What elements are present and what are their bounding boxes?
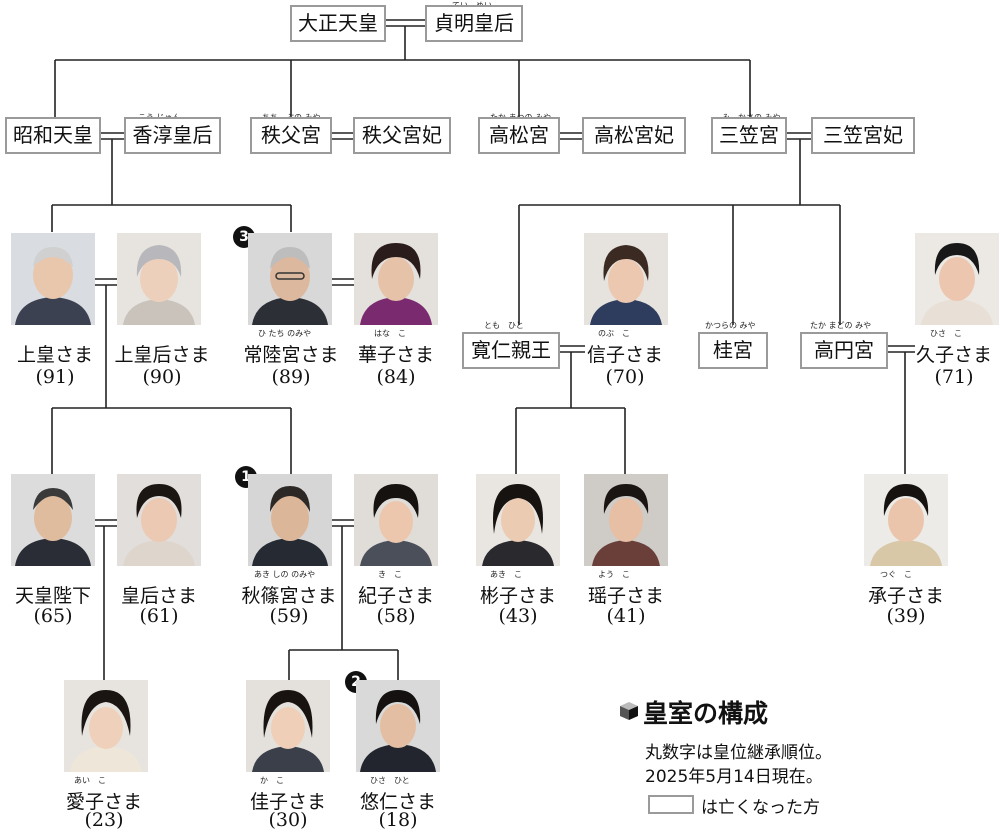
ruby-hisako: ひさ こ <box>930 329 962 338</box>
age-aiko: (23) <box>84 809 124 831</box>
age-kako: (30) <box>268 809 308 831</box>
box-takamatsu: 高松宮 <box>478 117 560 154</box>
age-jokogo: (90) <box>142 366 182 388</box>
ruby-tsuguko: つぐ こ <box>880 570 912 579</box>
box-tomohito: 寛仁親王 <box>462 332 560 369</box>
box-takamatsu-hi: 高松宮妃 <box>582 117 686 154</box>
box-takamado: 高円宮 <box>800 332 888 369</box>
name-hisahito: 悠仁さま <box>359 791 436 813</box>
photo-hanako <box>354 233 438 325</box>
name-tenno: 天皇陛下 <box>14 585 91 607</box>
name-jokogo: 上皇后さま <box>114 344 210 366</box>
name-chichibu-hi: 秩父宮妃 <box>362 123 442 147</box>
cube-icon <box>620 702 638 720</box>
name-hanako: 華子さま <box>357 344 434 366</box>
age-hisako: (71) <box>934 366 974 388</box>
photo-yoko <box>584 474 668 566</box>
box-mikasa: 三笠宮 <box>711 117 787 154</box>
photo-tenno <box>11 474 95 566</box>
age-joko: (91) <box>35 366 75 388</box>
ruby-kako: か こ <box>260 776 284 785</box>
name-takamatsu: 高松宮 <box>489 123 549 147</box>
photo-kako <box>246 680 330 772</box>
name-akishino: 秋篠宮さま <box>241 585 337 607</box>
name-teimei: 貞明皇后 <box>434 11 514 35</box>
box-showa: 昭和天皇 <box>5 117 101 154</box>
legend-title: 皇室の構成 <box>643 699 769 728</box>
ruby-katsura: かつらの みや <box>705 321 756 330</box>
photo-jokogo <box>117 233 201 325</box>
age-nobuko: (70) <box>605 366 645 388</box>
photo-akishino <box>248 474 332 566</box>
name-nobuko: 信子さま <box>586 344 663 366</box>
name-hisako: 久子さま <box>915 344 992 366</box>
age-hisahito: (18) <box>378 809 418 831</box>
ruby-yoko: よう こ <box>598 570 630 579</box>
ruby-hisahito: ひさ ひと <box>370 776 410 785</box>
name-mikasa-hi: 三笠宮妃 <box>823 123 903 147</box>
name-akiko: 彬子さま <box>479 585 556 607</box>
box-teimei: 貞明皇后 <box>425 5 523 42</box>
photo-kogo <box>117 474 201 566</box>
name-chichibu: 秩父宮 <box>261 123 321 147</box>
name-aiko: 愛子さま <box>65 791 142 813</box>
legend-rank-note: 丸数字は皇位継承順位。 <box>645 743 832 763</box>
legend-deceased-note: は亡くなった方 <box>701 798 820 818</box>
box-chichibu-hi: 秩父宮妃 <box>353 117 451 154</box>
age-kiko: (58) <box>376 605 416 627</box>
photo-joko <box>11 233 95 325</box>
age-kogo: (61) <box>139 605 179 627</box>
age-hitachi: (89) <box>271 366 311 388</box>
box-kojun: 香淳皇后 <box>124 117 221 154</box>
name-hitachi: 常陸宮さま <box>243 344 339 366</box>
ruby-akishino: あき しの のみや <box>254 570 316 579</box>
name-yoko: 瑶子さま <box>587 585 664 607</box>
box-taisho: 大正天皇 <box>290 5 386 42</box>
legend-deceased-swatch <box>648 795 694 814</box>
name-showa: 昭和天皇 <box>13 123 93 147</box>
photo-akiko <box>476 474 560 566</box>
photo-aiko <box>64 680 148 772</box>
ruby-tomohito: とも ひと <box>484 321 524 330</box>
photo-nobuko <box>584 233 668 325</box>
photo-tsuguko <box>864 474 948 566</box>
photo-kiko <box>354 474 438 566</box>
ruby-hitachi: ひ たち のみや <box>258 329 312 338</box>
photo-hitachi <box>248 233 332 325</box>
ruby-nobuko: のぶ こ <box>598 329 630 338</box>
box-mikasa-hi: 三笠宮妃 <box>811 117 915 154</box>
box-chichibu: 秩父宮 <box>250 117 332 154</box>
name-tsuguko: 承子さま <box>867 585 944 607</box>
name-katsura: 桂宮 <box>713 338 753 362</box>
ruby-aiko: あい こ <box>74 776 106 785</box>
name-kako: 佳子さま <box>249 791 326 813</box>
name-takamatsu-hi: 高松宮妃 <box>594 123 674 147</box>
ruby-takamado: たか まどの みや <box>810 321 872 330</box>
age-tsuguko: (39) <box>886 605 926 627</box>
age-hanako: (84) <box>376 366 416 388</box>
age-akiko: (43) <box>498 605 538 627</box>
photo-hisahito <box>356 680 440 772</box>
name-joko: 上皇さま <box>16 344 93 366</box>
legend-date: 2025年5月14日現在。 <box>645 767 823 787</box>
name-kogo: 皇后さま <box>120 585 197 607</box>
name-kiko: 紀子さま <box>357 585 434 607</box>
ruby-akiko: あき こ <box>490 570 522 579</box>
name-kojun: 香淳皇后 <box>132 123 213 147</box>
name-tomohito: 寛仁親王 <box>471 338 551 362</box>
age-tenno: (65) <box>33 605 73 627</box>
name-mikasa: 三笠宮 <box>719 123 779 147</box>
name-taisho: 大正天皇 <box>298 11 378 35</box>
ruby-hanako: はな こ <box>374 329 406 338</box>
age-yoko: (41) <box>606 605 646 627</box>
name-takamado: 高円宮 <box>814 338 874 362</box>
photo-hisako <box>915 233 999 325</box>
ruby-kiko: き こ <box>378 570 402 579</box>
age-akishino: (59) <box>269 605 309 627</box>
box-katsura: 桂宮 <box>698 332 768 369</box>
